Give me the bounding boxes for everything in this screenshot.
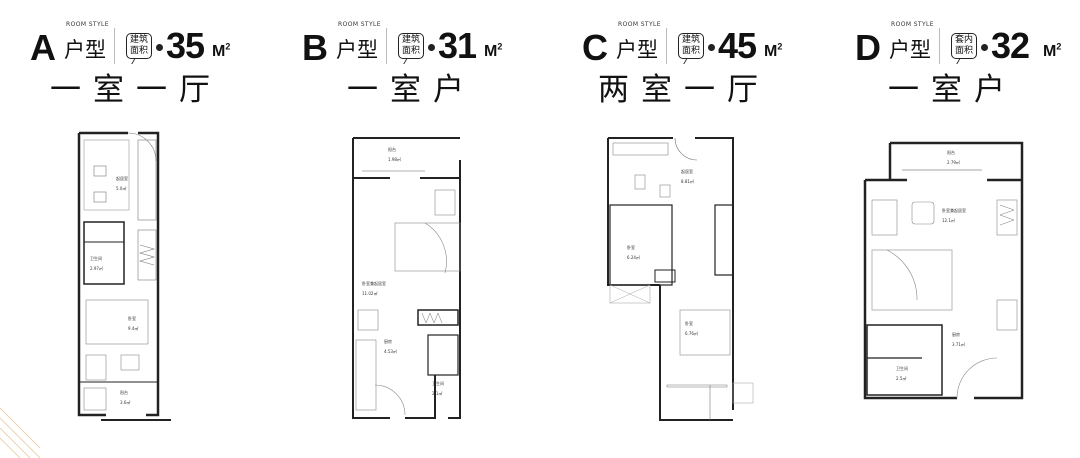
floor-plan-d: 阳台 2.79㎡ 卧室兼起居室 12.1㎡ 厨房 3.71㎡ 卫生间 2.5㎡ (863, 141, 1024, 400)
unit-letter: A (30, 27, 56, 68)
unit-letter: D (855, 27, 881, 68)
room-label: 卧室 (128, 315, 136, 321)
room-type-label: 户型 (64, 38, 106, 62)
area-value: 45 (718, 25, 757, 66)
svg-text:2.97㎡: 2.97㎡ (90, 265, 103, 271)
room-style-label: ROOM STYLE (66, 21, 109, 28)
unit-c-layout: 两室一厅 (598, 72, 770, 108)
room-label: 阳台 (120, 389, 128, 395)
area-unit: M2 (212, 41, 231, 60)
area-value: 31 (438, 25, 477, 66)
unit-letter: B (302, 27, 328, 68)
room-label: 阳台 (947, 149, 955, 155)
room-style-label: ROOM STYLE (618, 21, 661, 28)
room-label: 卫生间 (896, 365, 908, 371)
svg-text:9.4㎡: 9.4㎡ (128, 325, 138, 331)
area-type-badge: 建筑面积 (678, 33, 704, 59)
svg-text:5.0㎡: 5.0㎡ (116, 185, 126, 191)
area-unit: M2 (484, 41, 503, 60)
dot-icon (428, 44, 435, 51)
divider (114, 28, 115, 64)
unit-letter: C (582, 27, 608, 68)
svg-text:2.79㎡: 2.79㎡ (947, 159, 960, 165)
svg-text:4.53㎡: 4.53㎡ (384, 348, 397, 354)
area-type-badge: 建筑面积 (126, 33, 152, 59)
area-unit: M2 (764, 41, 783, 60)
unit-a-layout: 一室一厅 (50, 72, 222, 108)
room-style-label: ROOM STYLE (891, 21, 934, 28)
room-type-label: 户型 (336, 38, 378, 62)
divider (939, 28, 940, 64)
room-label: 卧室兼起居室 (362, 280, 386, 286)
room-label: 起居室 (116, 175, 128, 181)
svg-text:6.76㎡: 6.76㎡ (685, 330, 698, 336)
dot-icon (708, 44, 715, 51)
room-type-label: 户型 (889, 38, 931, 62)
area-type-badge: 套内面积 (951, 33, 977, 59)
area-type-badge: 建筑面积 (398, 33, 424, 59)
room-label: 阳台 (388, 146, 396, 152)
room-label: 起居室 (681, 168, 693, 174)
room-label: 卧室 (685, 320, 693, 326)
svg-text:3.71㎡: 3.71㎡ (952, 341, 965, 347)
svg-text:1.98㎡: 1.98㎡ (388, 156, 401, 162)
room-label: 厨房 (384, 338, 392, 344)
room-style-label: ROOM STYLE (338, 21, 381, 28)
room-label: 卫生间 (432, 380, 444, 386)
room-label: 卧室兼起居室 (942, 207, 966, 213)
unit-b-layout: 一室户 (347, 72, 476, 108)
area-unit: M2 (1043, 41, 1062, 60)
unit-d-layout: 一室户 (888, 72, 1017, 108)
floor-plan-a: 起居室 5.0㎡ 卫生间 2.97㎡ 卧室 9.4㎡ 阳台 3.6㎡ (77, 131, 171, 421)
room-type-label: 户型 (616, 38, 658, 62)
dot-icon (981, 44, 988, 51)
divider (386, 28, 387, 64)
svg-text:3.6㎡: 3.6㎡ (120, 399, 130, 405)
svg-text:12.1㎡: 12.1㎡ (942, 217, 955, 223)
room-label: 卫生间 (90, 255, 102, 261)
floor-plan-b: 阳台 1.98㎡ 卧室兼起居室 11.02㎡ 厨房 4.53㎡ 卫生间 2.1㎡ (352, 137, 461, 419)
divider (666, 28, 667, 64)
decorative-lines (0, 407, 40, 458)
dot-icon (156, 44, 163, 51)
svg-text:8.81㎡: 8.81㎡ (681, 178, 694, 184)
svg-text:2.1㎡: 2.1㎡ (432, 390, 442, 396)
floor-plan-c: 起居室 8.81㎡ 卧室 6.24㎡ 卧室 6.76㎡ (607, 137, 754, 421)
svg-text:11.02㎡: 11.02㎡ (362, 290, 377, 296)
svg-text:2.5㎡: 2.5㎡ (896, 375, 906, 381)
area-value: 32 (991, 25, 1030, 66)
room-label: 卧室 (627, 244, 635, 250)
area-value: 35 (166, 25, 205, 66)
svg-text:6.24㎡: 6.24㎡ (627, 254, 640, 260)
room-label: 厨房 (952, 331, 960, 337)
